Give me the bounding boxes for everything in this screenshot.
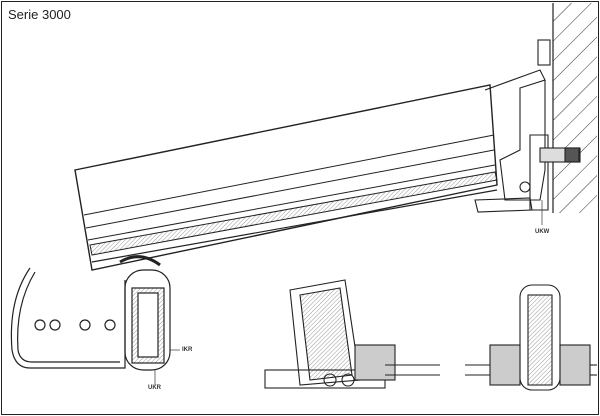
- section-detail-right: [465, 284, 597, 391]
- wall-section: [552, 3, 597, 213]
- section-detail-middle: [264, 279, 440, 389]
- glazing-panel: [74, 84, 498, 271]
- gutter-profile: [10, 255, 171, 371]
- drawing-title: Serie 3000: [8, 7, 71, 22]
- label-ukw: UKW: [535, 229, 550, 235]
- label-ikr: IKR: [182, 347, 193, 353]
- label-ukr: UKR: [148, 385, 161, 391]
- leader-lines: [154, 200, 543, 385]
- wall-profile: [474, 39, 581, 213]
